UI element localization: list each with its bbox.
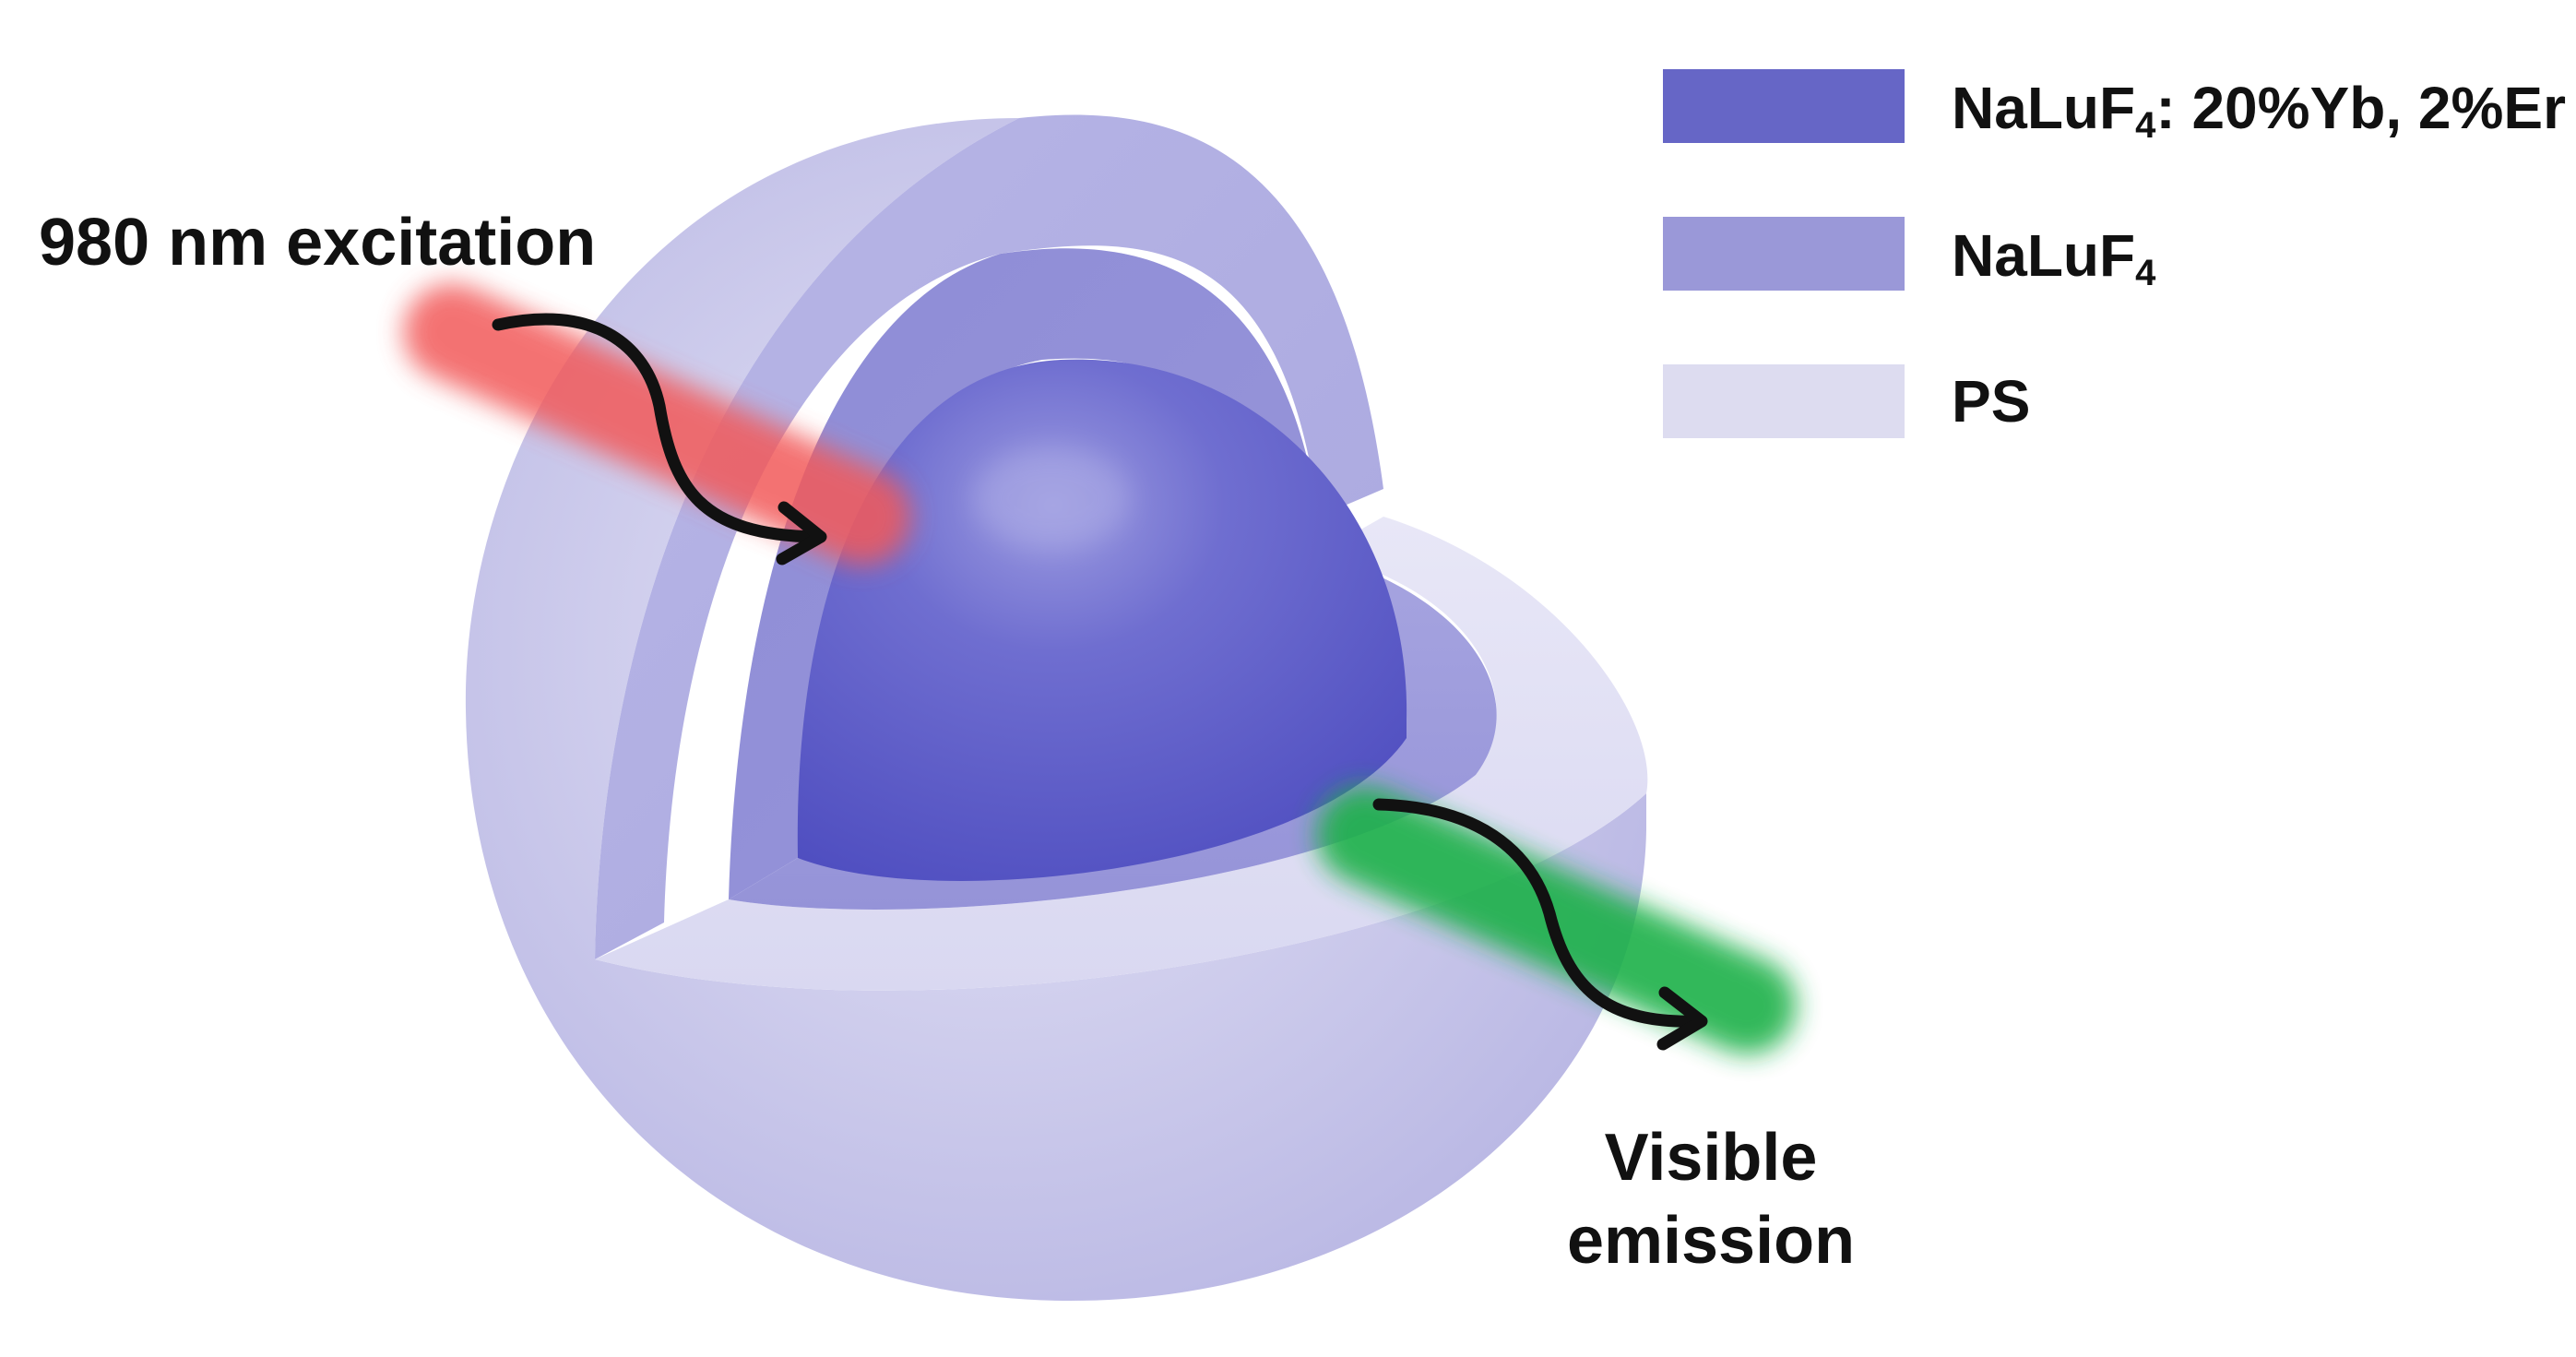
naluf4-yb-er-core [797, 359, 1407, 881]
legend-label-core: NaLuF4: 20%Yb, 2%Er [1952, 75, 2566, 146]
emission-arrow [1372, 798, 1703, 1028]
emission-label: Visible emission [1513, 1116, 1909, 1282]
emission-label-line1: Visible [1604, 1121, 1818, 1195]
legend-label-shell: NaLuF4 [1952, 222, 2156, 293]
emission-label-line2: emission [1566, 1204, 1856, 1278]
legend-swatch-core [1663, 69, 1905, 143]
legend-label-ps: PS [1952, 368, 2031, 434]
core-highlight [973, 447, 1130, 549]
emission-arrow-head-icon [1656, 986, 1708, 1051]
excitation-arrow [492, 313, 823, 543]
legend-swatch-ps [1663, 364, 1905, 438]
excitation-label: 980 nm excitation [39, 206, 597, 280]
excitation-arrow-head-icon [776, 501, 827, 565]
legend-swatch-shell [1663, 217, 1905, 291]
naluf4-shell-layer [729, 248, 1497, 910]
ps-outer-layer [465, 114, 1647, 1301]
